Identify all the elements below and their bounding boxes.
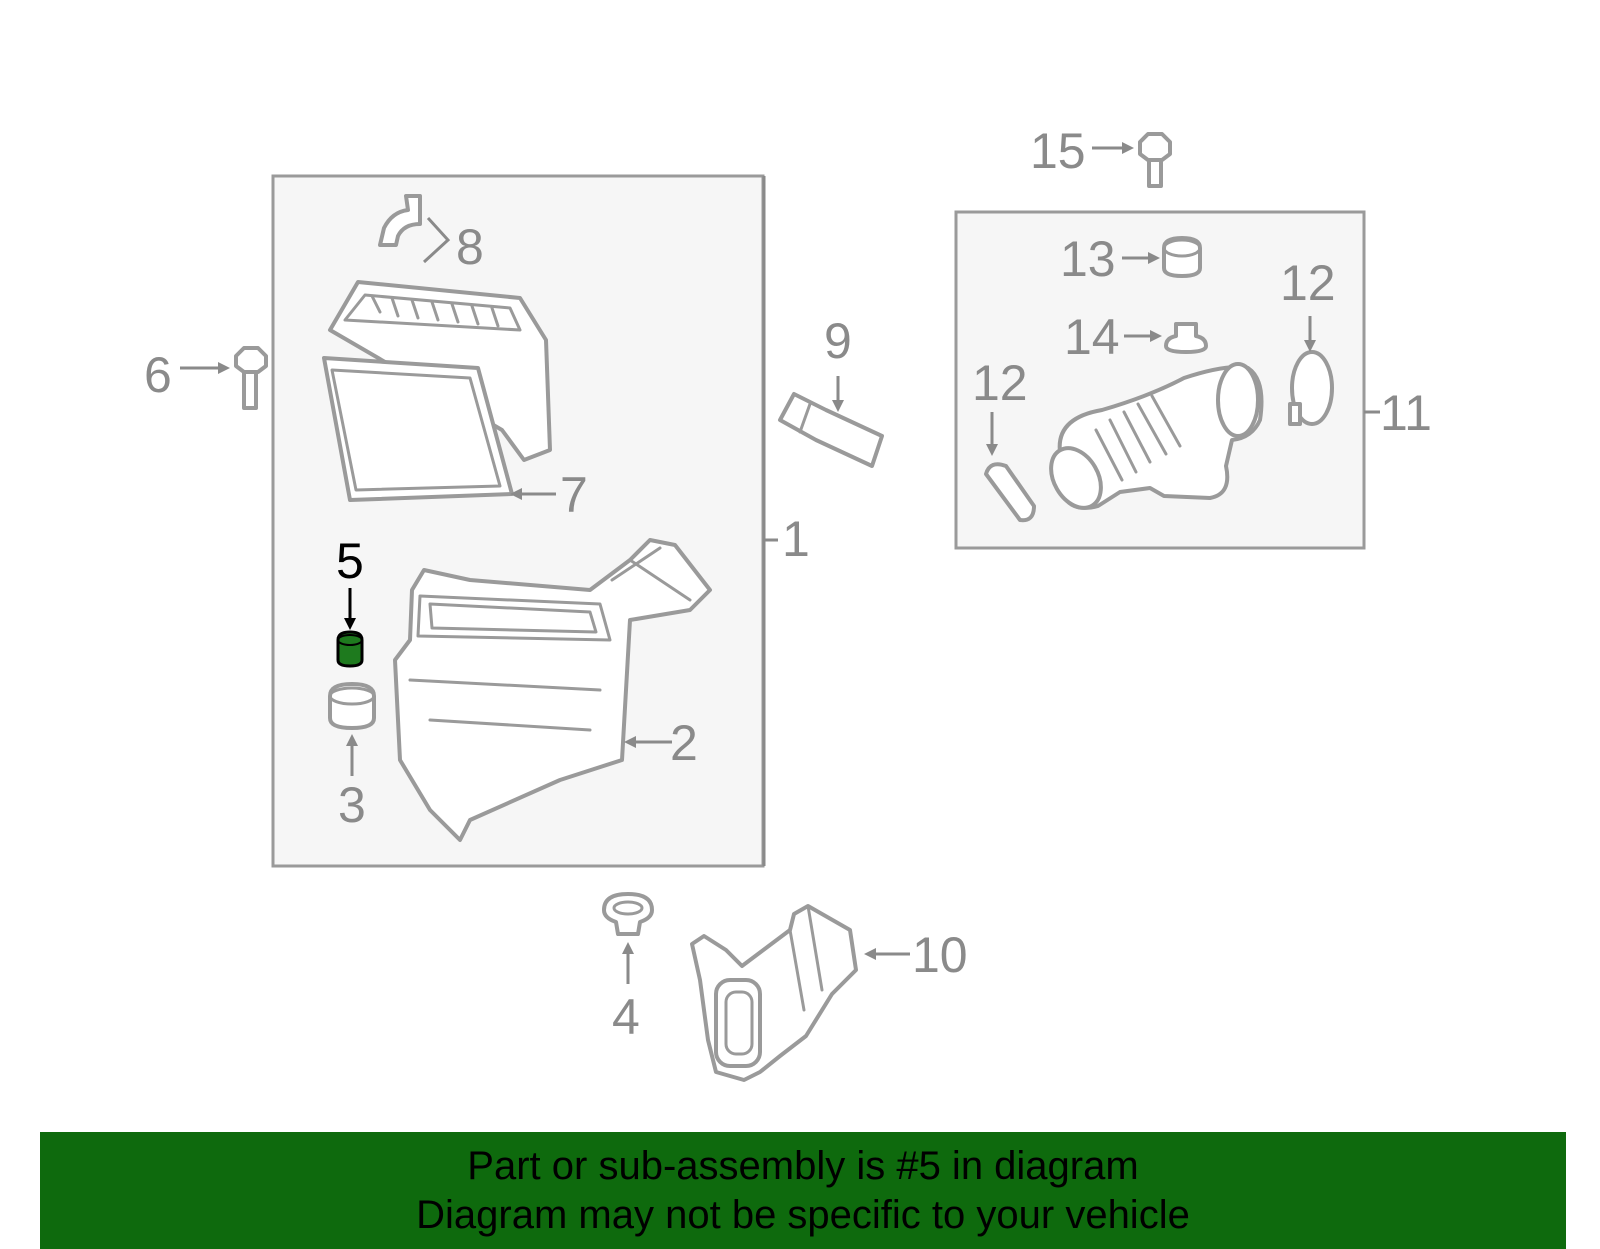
callout-13: 13: [1060, 231, 1116, 287]
part-8-clip[interactable]: [378, 194, 422, 247]
part-4-grommet[interactable]: [602, 892, 654, 936]
callout-1: 1: [782, 511, 810, 567]
callout-8: 8: [456, 219, 484, 275]
callout-7: 7: [560, 467, 588, 523]
banner-line-1: Part or sub-assembly is #5 in diagram: [467, 1144, 1139, 1188]
callout-12b: 12: [1280, 255, 1336, 311]
part-14-nut[interactable]: [1164, 322, 1208, 354]
part-13-grommet[interactable]: [1162, 236, 1202, 278]
part-11-intake-tube[interactable]: [1041, 362, 1264, 517]
callout-4: 4: [612, 989, 640, 1045]
callout-9: 9: [824, 313, 852, 369]
callout-10: 10: [912, 927, 968, 983]
part-5-grommet[interactable]: [336, 630, 364, 668]
part-12-clamp-left[interactable]: [984, 462, 1036, 523]
callout-3: 3: [338, 777, 366, 833]
part-10-duct[interactable]: [690, 904, 858, 1082]
callout-6: 6: [144, 347, 172, 403]
callout-2: 2: [670, 715, 698, 771]
part-12-clamp-right[interactable]: [1288, 350, 1334, 426]
part-2-housing[interactable]: [393, 538, 712, 842]
callout-15: 15: [1030, 123, 1086, 179]
banner-line-2: Diagram may not be specific to your vehi…: [416, 1193, 1190, 1237]
callout-12a: 12: [972, 355, 1028, 411]
part-9-sensor[interactable]: [778, 392, 884, 468]
info-banner: Part or sub-assembly is #5 in diagram Di…: [40, 1132, 1566, 1249]
callout-14: 14: [1064, 309, 1120, 365]
callout-5: 5: [336, 533, 364, 589]
callout-11: 11: [1380, 385, 1432, 441]
parts-diagram: 1 2 3 4 5 6 7 8 9 10 11 12 12 13 14 15: [144, 123, 1432, 1082]
part-6-bolt[interactable]: [234, 346, 268, 410]
part-15-bolt[interactable]: [1138, 132, 1172, 188]
part-7-filter[interactable]: [322, 356, 514, 502]
part-3-mount[interactable]: [328, 682, 376, 730]
